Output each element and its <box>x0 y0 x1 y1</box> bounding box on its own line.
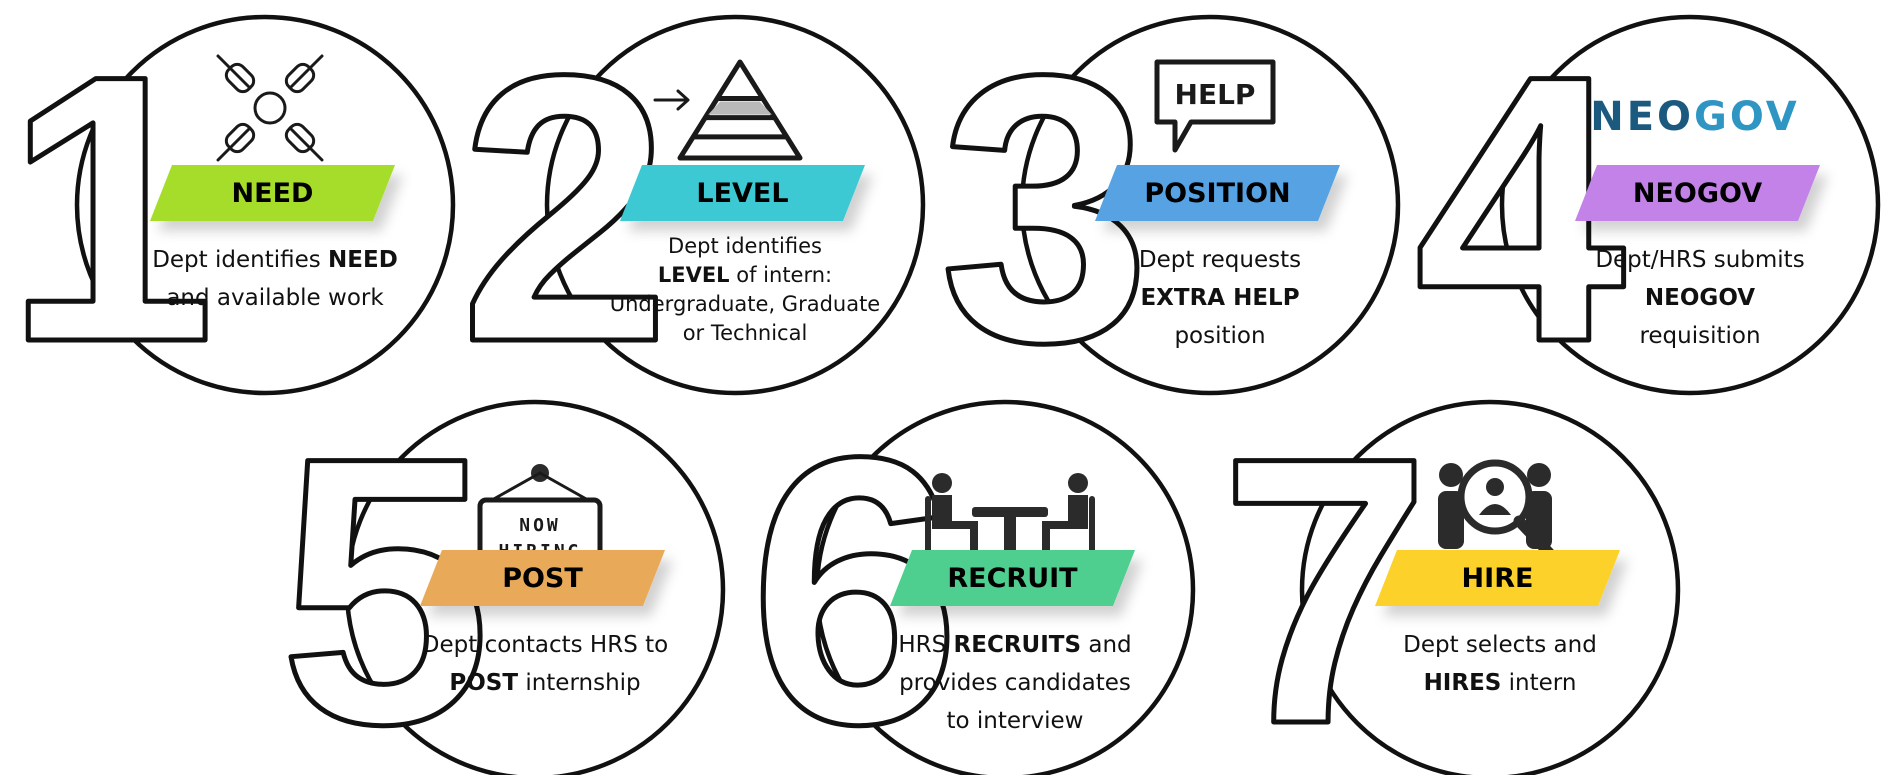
level-pyramid-icon <box>653 59 803 161</box>
step-description-line: to interview <box>947 708 1084 734</box>
neogov-logo: NEOGOV <box>1590 94 1800 140</box>
step-description-line: and available work <box>166 285 384 311</box>
step-number: 3 <box>939 0 1150 421</box>
step-banner <box>890 550 1135 606</box>
candidate-search-icon <box>1438 459 1559 563</box>
hands-teamwork-icon <box>216 54 324 162</box>
step-description-line: NEOGOV <box>1645 285 1755 311</box>
step-banner <box>420 550 665 606</box>
neogov-logo-text: NEOGOV <box>1590 94 1800 140</box>
now-text: NOW <box>519 515 561 536</box>
step-banner-label: POST <box>502 563 583 594</box>
step-description-line: provides candidates <box>899 670 1131 696</box>
step-banner <box>150 165 395 221</box>
step-banner-label: POSITION <box>1144 178 1290 209</box>
step-description-line: LEVEL of intern: <box>658 263 832 287</box>
step-description-line: HRS RECRUITS and <box>898 632 1131 658</box>
step-description-line: Dept identifies <box>668 234 822 258</box>
step-description-line: HIRES intern <box>1424 670 1577 696</box>
step-description-line: Dept/HRS submits <box>1595 247 1804 273</box>
step-description-line: Dept identifies NEED <box>152 247 398 273</box>
step-banner <box>620 165 865 221</box>
step-banner-label: HIRE <box>1462 563 1534 594</box>
step-description-line: Dept contacts HRS to <box>422 632 668 658</box>
step-description-line: Undergraduate, Graduate <box>610 292 880 316</box>
step-description-line: POST internship <box>449 670 640 696</box>
step-banner-label: RECRUIT <box>947 563 1078 594</box>
step-banner-label: NEOGOV <box>1633 178 1762 209</box>
step-description-line: or Technical <box>683 321 808 345</box>
help-speech-bubble-icon: HELP <box>1154 59 1276 153</box>
step-banner <box>1095 165 1340 221</box>
step-description-line: position <box>1174 323 1265 349</box>
step-banner <box>1375 550 1620 606</box>
interview-table-icon <box>925 473 1095 566</box>
step-number: 4 <box>1414 0 1628 421</box>
step-description-line: requisition <box>1639 323 1760 349</box>
step-description-line: Dept selects and <box>1403 632 1597 658</box>
step-description-line: Dept requests <box>1139 247 1301 273</box>
step-description-line: EXTRA HELP <box>1140 285 1299 311</box>
step-banner-label: NEED <box>232 178 314 209</box>
help-icon-text: HELP <box>1175 78 1256 111</box>
step-banner-label: LEVEL <box>696 178 788 209</box>
step-banner <box>1575 165 1820 221</box>
